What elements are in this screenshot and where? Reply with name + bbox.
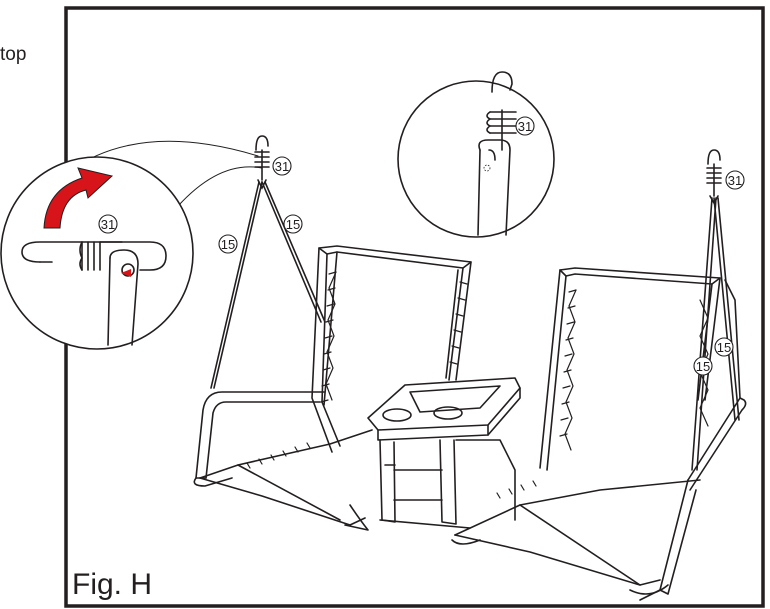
callout-hook-right: 31 <box>726 171 744 189</box>
right-chains <box>692 198 739 470</box>
svg-text:31: 31 <box>728 173 742 188</box>
callout-hook-left-detail: 31 <box>99 215 117 233</box>
hook-right <box>707 150 721 203</box>
callout-chain-left-inner: 15 <box>284 215 302 233</box>
left-laces <box>247 272 467 468</box>
right-laces <box>497 290 708 498</box>
svg-text:31: 31 <box>101 217 115 232</box>
svg-text:31: 31 <box>518 119 532 134</box>
callout-chain-right-b: 15 <box>694 357 712 375</box>
svg-text:15: 15 <box>696 359 710 374</box>
swing-illustration <box>194 182 745 600</box>
figure-label: Fig. H <box>72 568 152 601</box>
left-chains <box>211 182 325 388</box>
callout-hook-top-detail: 31 <box>516 117 534 135</box>
svg-text:15: 15 <box>221 237 235 252</box>
corner-text: top <box>0 44 26 65</box>
svg-text:15: 15 <box>286 217 300 232</box>
svg-text:15: 15 <box>717 340 731 355</box>
left-frame <box>194 392 324 486</box>
callout-chain-left-outer: 15 <box>219 235 237 253</box>
center-console <box>368 378 520 528</box>
callout-hook-left: 31 <box>273 157 291 175</box>
detail-circle-top <box>398 72 554 237</box>
svg-text:31: 31 <box>275 159 289 174</box>
hook-left <box>255 136 269 188</box>
callout-chain-right-a: 15 <box>715 338 733 356</box>
